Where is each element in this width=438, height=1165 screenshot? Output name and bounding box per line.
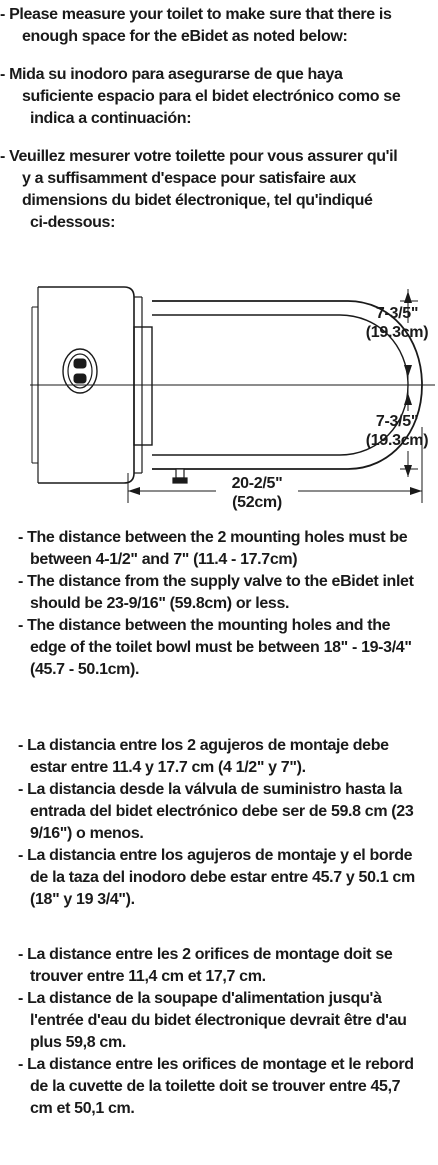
length-metric: (52cm) [232,494,282,511]
list-item: - La distance entre les 2 orifices de mo… [0,944,438,988]
text-line: - La distancia entre los 2 agujeros de m… [18,737,389,754]
text-line: - The distance from the supply valve to … [18,573,414,590]
text-line: (18" y 19 3/4"). [30,891,135,908]
text-line: indica a continuación: [30,110,192,127]
list-item: - The distance between the mounting hole… [0,615,438,681]
toilet-top-view-icon [30,286,435,503]
text-line: should be 23-9/16" (59.8cm) or less. [30,595,290,612]
list-item: - La distancia entre los 2 agujeros de m… [0,735,438,779]
length-label: 20-2/5" (52cm) [216,474,298,512]
text-line: l'entrée d'eau du bidet électronique dev… [30,1012,407,1029]
requirements-french: - La distance entre les 2 orifices de mo… [0,944,438,1120]
text-line: edge of the toilet bowl must be between … [30,639,412,656]
text-line: y a suffisamment d'espace pour satisfair… [22,170,356,187]
text-line: cm et 50,1 cm. [30,1100,135,1117]
intro-french: - Veuillez mesurer votre toilette pour v… [0,146,438,234]
lower-width-metric: (19.3cm) [365,432,429,449]
text-line: suficiente espacio para el bidet electró… [22,88,401,105]
text-line: de la cuvette de la toilette doit se tro… [30,1078,401,1095]
intro-english: - Please measure your toilet to make sur… [0,4,438,48]
text-line: - Please measure your toilet to make sur… [0,6,392,23]
text-line: dimensions du bidet électronique, tel qu… [22,192,373,209]
seat-hinge [133,326,153,446]
text-line: estar entre 11.4 y 17.7 cm (4 1/2" y 7")… [30,759,306,776]
list-item: - The distance between the 2 mounting ho… [0,527,438,571]
list-item: - La distance de la soupape d'alimentati… [0,988,438,1054]
text-line: - La distance entre les 2 orifices de mo… [18,946,393,963]
text-line: trouver entre 11,4 cm et 17,7 cm. [30,968,266,985]
water-inlet-icon [172,468,188,484]
text-line: - Mida su inodoro para asegurarse de que… [0,66,343,83]
list-item: - La distance entre les orifices de mont… [0,1054,438,1120]
text-line: 9/16") o menos. [30,825,144,842]
length-imperial: 20-2/5" [231,475,283,492]
upper-width-imperial: 7-3/5" [375,305,419,322]
list-item: - La distancia entre los agujeros de mon… [0,845,438,911]
intro-spanish: - Mida su inodoro para asegurarse de que… [0,64,438,130]
text-line: de la taza del inodoro debe estar entre … [30,869,415,886]
text-line: - The distance between the mounting hole… [18,617,391,634]
text-line: between 4-1/2" and 7" (11.4 - 17.7cm) [30,551,298,568]
text-line: (45.7 - 50.1cm). [30,661,140,678]
text-line: entrada del bidet electrónico debe ser d… [30,803,414,820]
text-line: - Veuillez mesurer votre toilette pour v… [0,148,398,165]
text-line: ci-dessous: [30,214,116,231]
text-line: - La distance de la soupape d'alimentati… [18,990,382,1007]
toilet-dimension-diagram: 7-3/5" (19.3cm) 7-3/5" (19.3cm) 20-2/5" … [30,277,438,517]
text-line: plus 59,8 cm. [30,1034,126,1051]
upper-width-metric: (19.3cm) [365,324,429,341]
list-item: - The distance from the supply valve to … [0,571,438,615]
lower-width-label: 7-3/5" (19.3cm) [356,412,438,450]
requirements-english: - The distance between the 2 mounting ho… [0,527,438,681]
requirements-spanish: - La distancia entre los 2 agujeros de m… [0,735,438,911]
text-line: - La distance entre les orifices de mont… [18,1056,414,1073]
text-line: - La distancia entre los agujeros de mon… [18,847,413,864]
upper-width-label: 7-3/5" (19.3cm) [356,304,438,342]
text-line: - La distancia desde la válvula de sumin… [18,781,402,798]
lower-width-imperial: 7-3/5" [375,413,419,430]
text-line: enough space for the eBidet as noted bel… [22,28,348,45]
text-line: - The distance between the 2 mounting ho… [18,529,408,546]
control-knob-icon [62,348,98,394]
list-item: - La distancia desde la válvula de sumin… [0,779,438,845]
